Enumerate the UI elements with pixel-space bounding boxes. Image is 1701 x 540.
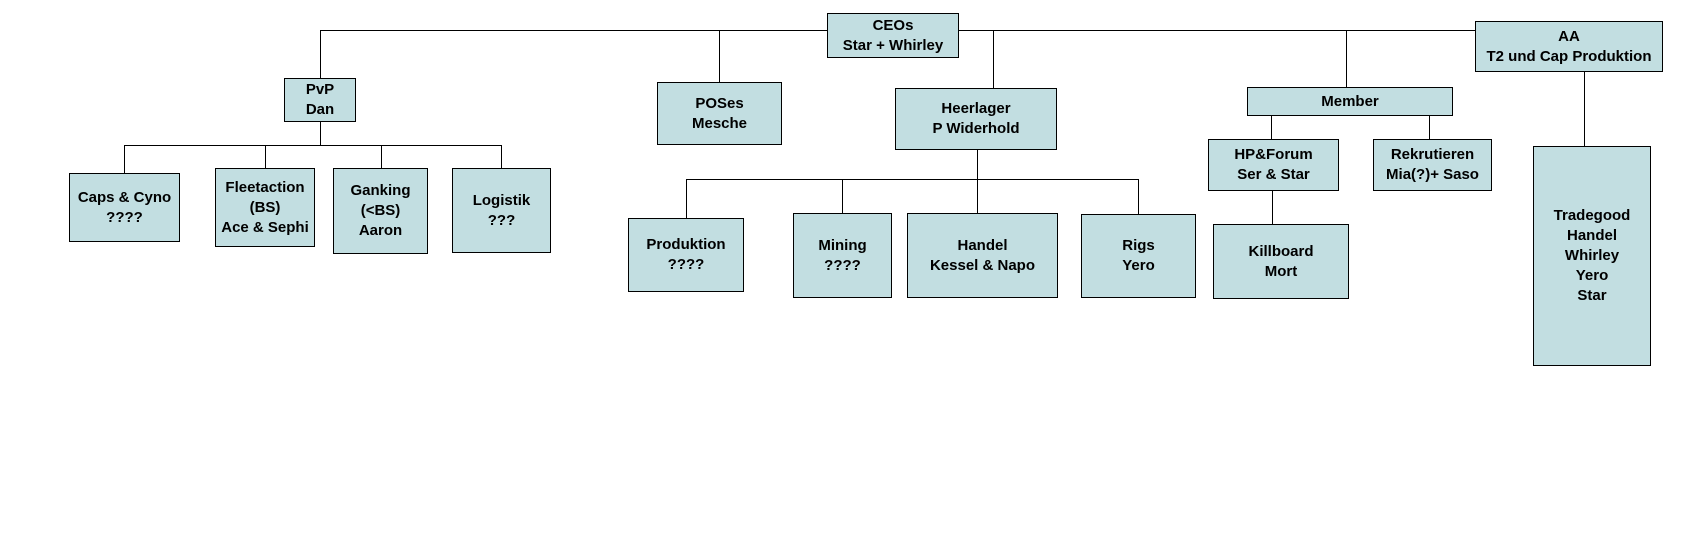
org-node-caps-cyno: Caps & Cyno ???? (69, 173, 180, 242)
node-label-line: Produktion (646, 236, 726, 253)
org-node-ganking: Ganking (<BS) Aaron (333, 168, 428, 254)
node-label-line: (<BS) (360, 202, 401, 219)
node-label-line: HP&Forum (1234, 146, 1313, 163)
node-label-line: ??? (487, 211, 516, 229)
node-label-line: ???? (824, 256, 861, 274)
connector-drop-ganking (381, 145, 382, 168)
node-label-line: Logistik (472, 191, 531, 209)
connector-drop-rigs (1138, 179, 1139, 214)
node-label-line: Heerlager (941, 100, 1011, 117)
org-node-poses: POSes Mesche (657, 82, 782, 145)
node-label-line: Member (1321, 92, 1379, 110)
org-node-logistik: Logistik ??? (452, 168, 551, 253)
node-label-line: T2 und Cap Produktion (1486, 47, 1652, 65)
node-label-line: Mort (1264, 262, 1298, 280)
node-label-line: Whirley (1564, 247, 1620, 264)
node-label-line: ???? (106, 208, 143, 226)
node-label-line: Yero (1575, 267, 1609, 284)
connector-drop-mining (842, 179, 843, 213)
node-label-line: Mia(?)+ Saso (1386, 166, 1479, 183)
connector-drop-fleetaction (265, 145, 266, 168)
node-label-line: Dan (305, 101, 335, 118)
node-label-line: CEOs (872, 16, 914, 34)
connector-drop-heerlager (993, 30, 994, 88)
node-label-line: Ganking (350, 182, 411, 199)
org-node-member: Member (1247, 87, 1453, 116)
node-label-line: Ser & Star (1237, 166, 1310, 183)
node-label-line: Killboard (1248, 242, 1314, 260)
org-node-rekrutieren: Rekrutieren Mia(?)+ Saso (1373, 139, 1492, 191)
node-label-line: Handel (1566, 227, 1617, 244)
node-label-line: P Widerhold (932, 120, 1020, 137)
connector-drop-member (1346, 30, 1347, 88)
connector-drop-killboard (1272, 191, 1273, 224)
node-label-line: Caps & Cyno (77, 188, 172, 206)
org-node-mining: Mining ???? (793, 213, 892, 298)
connector-drop-handel (977, 179, 978, 213)
org-node-handel: Handel Kessel & Napo (907, 213, 1058, 298)
node-label-line: Rekrutieren (1390, 146, 1475, 163)
node-label-line: POSes (695, 94, 744, 112)
node-label-line: Star + Whirley (842, 36, 944, 54)
connector-drop-produktion (686, 179, 687, 218)
org-node-ceos: CEOs Star + Whirley (827, 13, 959, 58)
connector-drop-poses (719, 30, 720, 82)
connector-drop-rekrutieren (1429, 116, 1430, 139)
connector-stem-heerlager (977, 150, 978, 179)
connector-drop-caps-cyno (124, 145, 125, 173)
node-label-line: PvP (305, 81, 335, 98)
org-node-heerlager: Heerlager P Widerhold (895, 88, 1057, 150)
org-node-killboard: Killboard Mort (1213, 224, 1349, 299)
node-label-line: AA (1558, 27, 1580, 45)
connector-drop-pvp (320, 30, 321, 78)
node-label-line: Mesche (691, 114, 748, 132)
connector-stem-pvp (320, 122, 321, 145)
org-node-pvp: PvP Dan (284, 78, 356, 122)
org-node-produktion: Produktion ???? (628, 218, 744, 292)
connector-drop-tradegood (1584, 72, 1585, 146)
connector-drop-hp-forum (1271, 116, 1272, 139)
node-label-line: Ace & Sephi (221, 218, 309, 236)
node-label-line: Yero (1122, 257, 1155, 274)
node-label-line: Handel (957, 236, 1008, 254)
connector-trunk-pvp-children (124, 145, 501, 146)
node-label-line: (BS) (249, 198, 281, 216)
org-node-fleetaction: Fleetaction (BS) Ace & Sephi (215, 168, 315, 247)
org-node-rigs: Rigs Yero (1081, 214, 1196, 298)
node-label-line: Aaron (358, 222, 403, 239)
node-label-line: Tradegood (1553, 207, 1631, 224)
node-label-line: Rigs (1122, 237, 1155, 254)
org-node-tradegood: Tradegood Handel Whirley Yero Star (1533, 146, 1651, 366)
connector-trunk-heerlager-children (686, 179, 1138, 180)
connector-drop-logistik (501, 145, 502, 168)
node-label-line: Star (1577, 287, 1607, 304)
org-node-hp-forum: HP&Forum Ser & Star (1208, 139, 1339, 191)
node-label-line: Kessel & Napo (929, 256, 1036, 274)
node-label-line: ???? (667, 256, 705, 273)
org-node-aa: AA T2 und Cap Produktion (1475, 21, 1663, 72)
node-label-line: Mining (818, 236, 867, 254)
node-label-line: Fleetaction (225, 178, 305, 196)
